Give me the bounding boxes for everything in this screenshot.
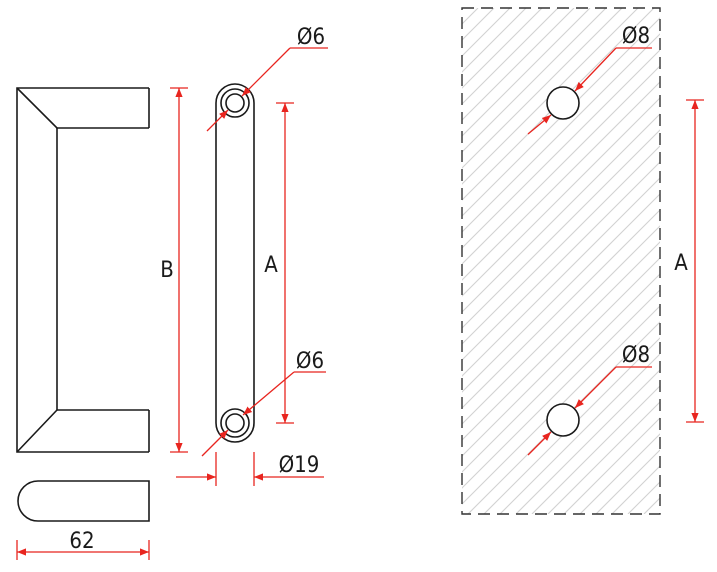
hatch-line xyxy=(462,17,660,217)
label-mount-top: Ø8 xyxy=(622,24,650,49)
hatch-line xyxy=(462,49,660,249)
hatch-line xyxy=(462,273,660,473)
hatch-line xyxy=(611,465,660,514)
hatch-line xyxy=(462,161,660,361)
hatch-line xyxy=(462,289,660,489)
dimension-bar-19: Ø19 xyxy=(176,452,324,486)
hatch-line xyxy=(499,353,660,514)
hatch-line xyxy=(462,209,660,409)
hatch-line xyxy=(462,8,623,169)
label-hole-bottom: Ø6 xyxy=(296,349,324,374)
hatch-line xyxy=(462,8,511,57)
label-A-mount: A xyxy=(674,251,688,276)
hatch-line xyxy=(462,145,660,345)
dimension-mount-hole-bottom: Ø8 xyxy=(527,343,652,456)
hatch-line xyxy=(462,257,660,457)
label-62: 62 xyxy=(69,529,94,554)
dimension-height-B: B xyxy=(160,87,188,453)
label-hole-top: Ø6 xyxy=(297,25,325,50)
mounting-panel xyxy=(461,7,661,515)
dimension-centers-A-side: A xyxy=(264,102,294,424)
hatch-line xyxy=(462,65,660,265)
dimension-mount-hole-top: Ø8 xyxy=(527,24,652,135)
hatch-line xyxy=(563,417,660,514)
hatch-line xyxy=(462,8,607,153)
hatch-line xyxy=(462,8,559,105)
hatch-line xyxy=(462,193,660,393)
hatch-line xyxy=(515,369,660,514)
label-B: B xyxy=(160,258,174,283)
dimension-hole-top: Ø6 xyxy=(206,25,328,132)
hatch-line xyxy=(462,8,591,137)
hatch-line xyxy=(579,433,660,514)
handle-front-view xyxy=(215,83,255,443)
hatch-line xyxy=(462,177,660,377)
label-A-side: A xyxy=(264,253,278,278)
hatch-line xyxy=(462,8,575,121)
hatch-line xyxy=(462,8,543,89)
hatch-line xyxy=(462,225,660,425)
label-mount-bottom: Ø8 xyxy=(622,343,650,368)
hatch-line xyxy=(462,81,660,281)
hatch-line xyxy=(531,385,660,514)
hatch-line xyxy=(462,305,660,505)
dimension-hole-bottom: Ø6 xyxy=(201,349,326,457)
hatch-line xyxy=(659,513,660,514)
hatch-line xyxy=(462,8,639,185)
hatch-line xyxy=(462,129,660,329)
hatch-line xyxy=(462,33,660,233)
hatch-line xyxy=(462,241,660,441)
panel-hatching xyxy=(462,8,660,514)
dimension-centers-A-mount: A xyxy=(674,99,704,423)
handle-profile-view xyxy=(16,87,150,453)
label-bar-19: Ø19 xyxy=(279,453,320,478)
handle-section-view xyxy=(17,480,150,522)
hatch-line xyxy=(462,97,660,297)
dimension-width-62: 62 xyxy=(16,529,150,560)
hatch-line xyxy=(547,401,660,514)
hatch-line xyxy=(462,113,660,313)
